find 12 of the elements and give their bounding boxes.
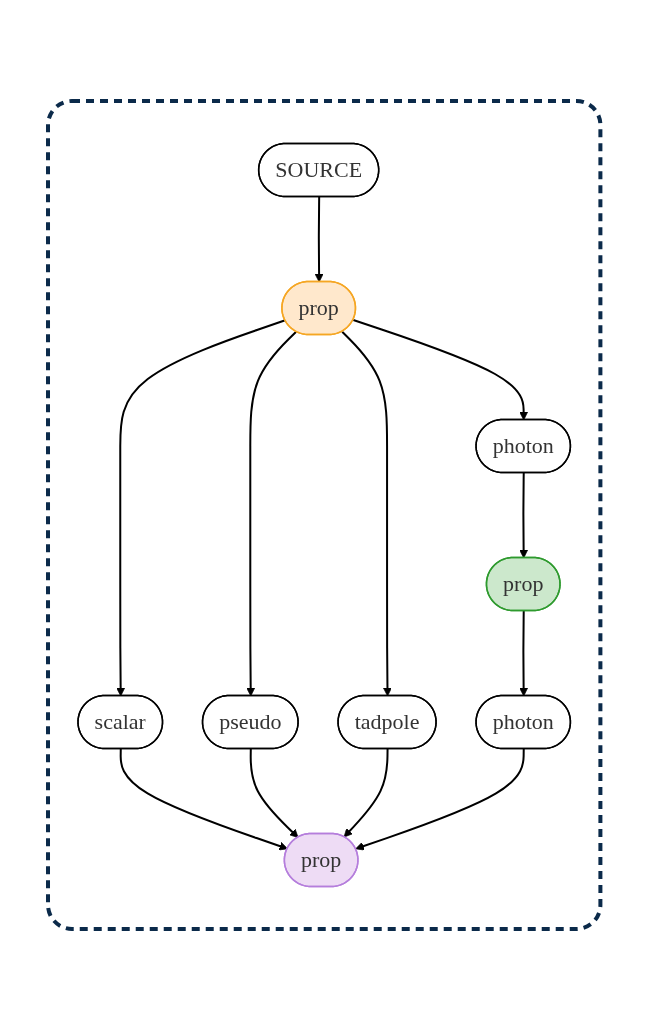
arrow	[519, 471, 528, 558]
arrow	[355, 747, 525, 850]
arrow	[246, 330, 297, 696]
arrow	[519, 609, 528, 696]
arrow	[116, 318, 286, 696]
cluster	[45, 98, 603, 931]
arrow	[352, 318, 528, 420]
arrow	[249, 747, 299, 838]
arrow	[314, 195, 324, 282]
arrow	[343, 747, 389, 837]
arrow	[341, 330, 392, 696]
arrow	[119, 747, 288, 850]
